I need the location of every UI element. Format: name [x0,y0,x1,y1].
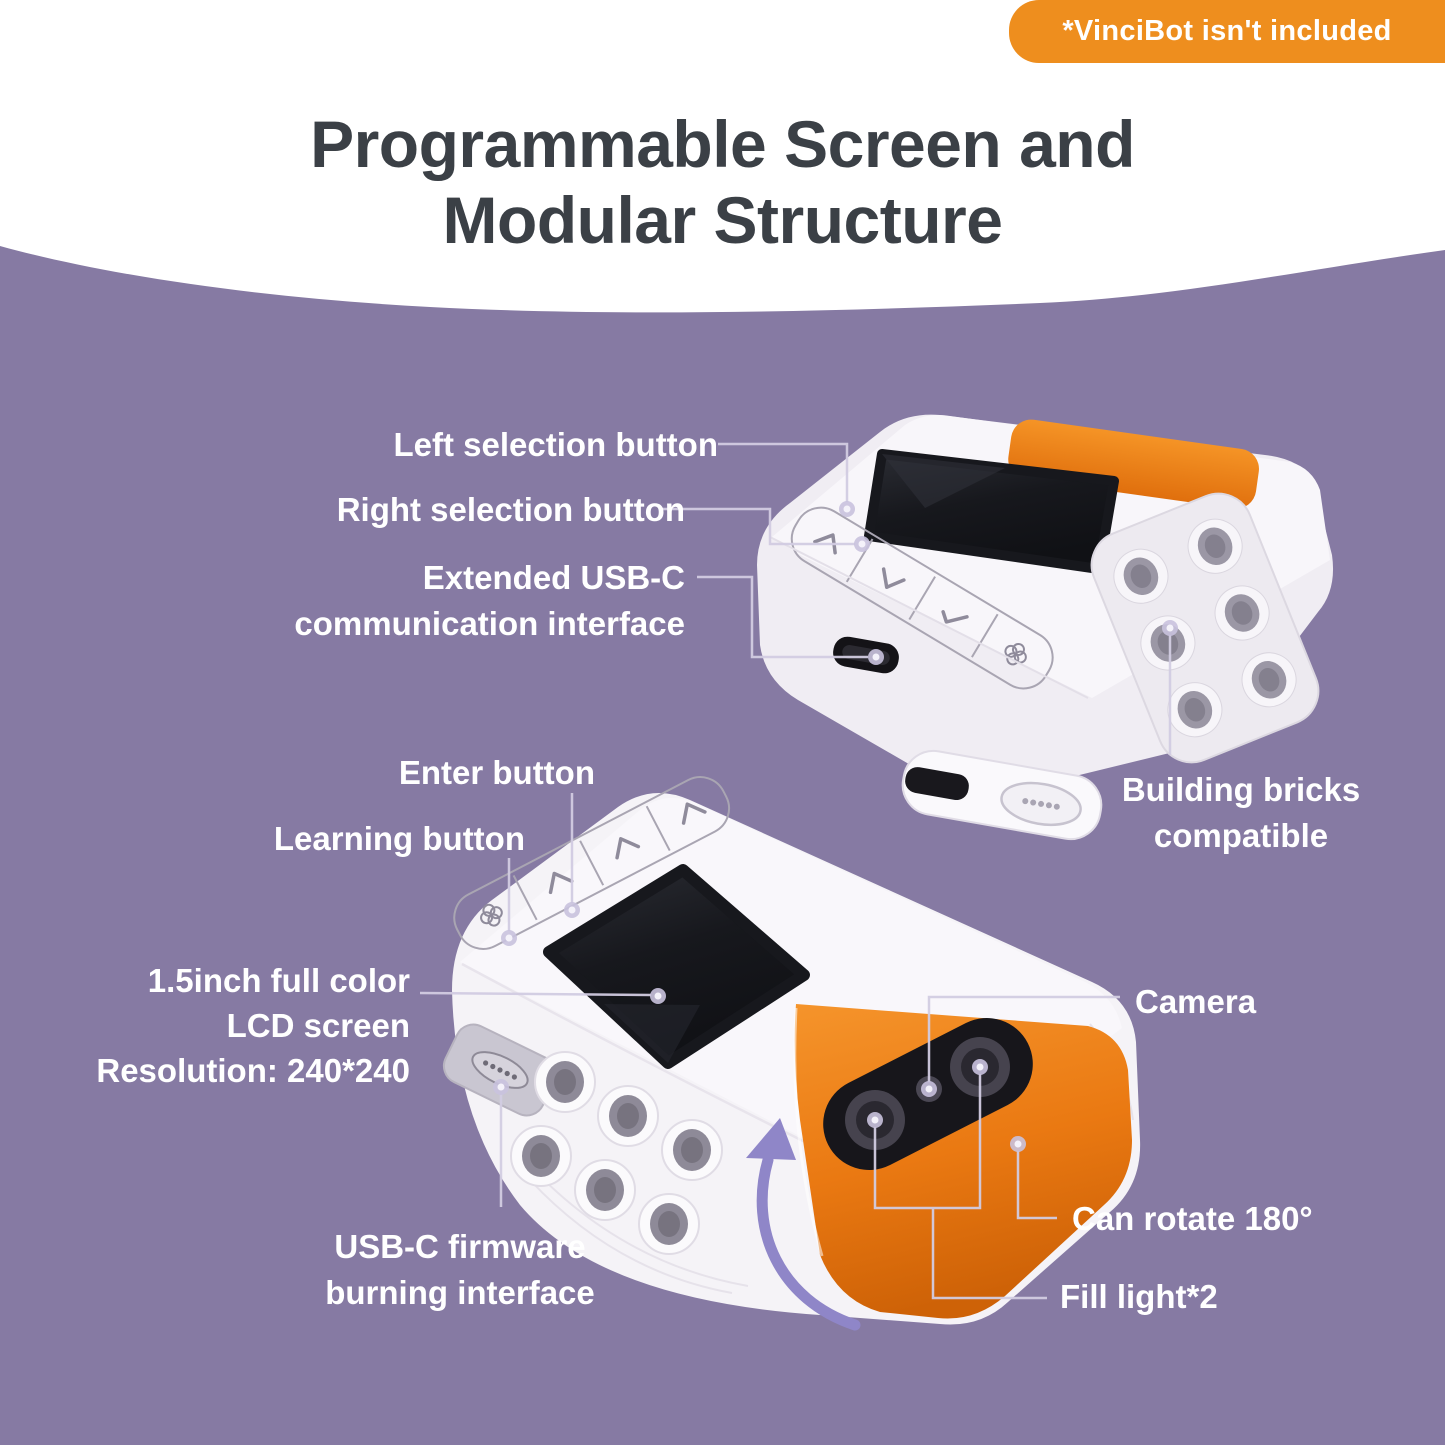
device-back-edge-line [769,536,1089,699]
label-enter-button: Enter button [398,754,595,791]
device-back-screen-glare [882,454,1005,508]
chevron-left-icon [813,533,837,555]
header-background [0,0,1445,313]
label-camera: Camera [1135,983,1257,1020]
device-front-screen-glare [604,1004,700,1063]
label-lcd-screen: 1.5inch full color LCD screen Resolution… [96,962,410,1089]
disclaimer-badge: *VinciBot isn't included [1009,0,1445,63]
label-learning-button: Learning button [273,820,525,857]
disclaimer-badge-text: *VinciBot isn't included [1062,15,1392,47]
front-brick-holes [510,1051,723,1255]
chevron-up-icon [615,837,641,860]
label-extended-usbc: Extended USB-C communication interface [294,559,685,642]
camera-module-seam [793,1007,824,1257]
label-right-selection-button: Right selection button [336,491,685,528]
device-back-orange-band [1008,419,1259,509]
brick-holes [1113,518,1297,738]
seam-line [529,1179,733,1294]
pogo-pins-icon [483,1060,517,1080]
device-front-buttons [453,776,731,950]
label-left-selection-button: Left selection button [393,426,719,463]
page-title: Programmable Screen and Modular Structur… [310,107,1135,257]
label-can-rotate: Can rotate 180° [1072,1200,1313,1237]
callout-dots [493,501,1178,1152]
device-back-buttons [790,506,1054,690]
chevron-up-icon [681,802,707,825]
chevron-up-icon [548,871,574,895]
device-front-view [442,776,1141,1331]
check-icon [941,610,969,624]
device-back-view [757,414,1334,841]
chevron-right-icon [881,567,906,589]
clover-icon [480,903,503,927]
label-building-bricks: Building bricks compatible [1121,771,1361,854]
label-usbc-firmware: USB-C firmware burning interface [325,1228,595,1311]
rotate-arrow-icon [746,1118,861,1331]
callout-lines [419,442,1172,1300]
clover-icon [1004,642,1027,666]
device-back-brick-plate [1090,492,1320,764]
pogo-pins-icon [1022,798,1060,810]
usbc-dongle [901,749,1103,841]
label-fill-light: Fill light*2 [1060,1278,1218,1315]
